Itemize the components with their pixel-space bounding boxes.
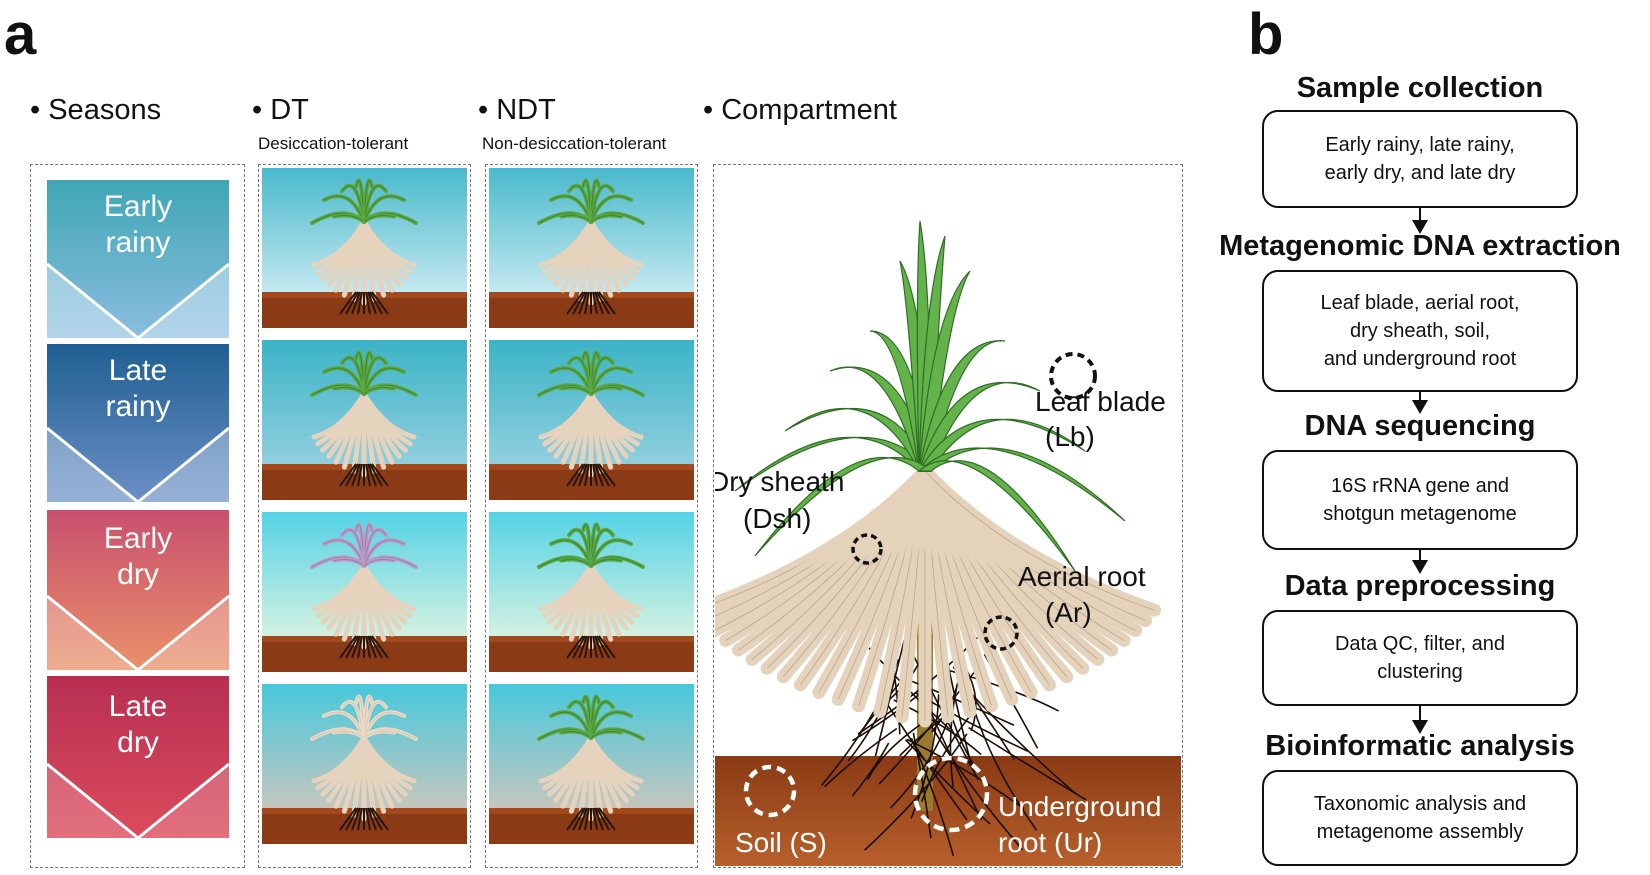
step-1-text-line: Leaf blade, aerial root, [1320,289,1519,317]
season-3-line1: Late [109,690,167,723]
plant-tile [262,168,467,328]
plant-tile [489,512,694,672]
underground-root-label: Underground [998,791,1161,822]
dt-plant-tiles [262,168,467,864]
step-0-box: Early rainy, late rainy,early dry, and l… [1262,110,1578,208]
compartment-heading: • Compartment [703,94,897,127]
season-1-line1: Late [109,354,167,387]
step-1-text-line: and underground root [1320,345,1519,373]
dry-sheath-label: Dry sheath [715,466,844,497]
aerial-root-label: Aerial root [1018,561,1146,592]
season-early-rainy: Early rainy [47,180,229,338]
season-2-line2: dry [117,558,159,591]
plant-tile [489,168,694,328]
ndt-plant-tiles [489,168,694,864]
flow-arrow-line [1419,550,1421,560]
step-3-title: Data preprocessing [1170,570,1650,603]
panel-b-letter: b [1248,6,1283,64]
step-1-text: Leaf blade, aerial root,dry sheath, soil… [1320,289,1519,373]
season-1-line2: rainy [105,390,170,423]
step-1-box: Leaf blade, aerial root,dry sheath, soil… [1262,270,1578,392]
seasons-chevrons: Early rainy Late rainy Early dry Late dr… [35,168,240,864]
compartment-illustration: Leaf blade (Lb) Dry sheath (Dsh) Aerial … [715,166,1181,866]
season-late-dry: Late dry [47,676,229,838]
step-4-text: Taxonomic analysis andmetagenome assembl… [1314,790,1526,846]
season-0-line1: Early [104,190,172,223]
step-0-text-line: early dry, and late dry [1325,159,1516,187]
season-early-dry: Early dry [47,510,229,670]
step-1-title: Metagenomic DNA extraction [1170,230,1650,263]
step-3-text-line: clustering [1335,658,1505,686]
season-3-line2: dry [117,726,159,759]
dt-subtitle: Desiccation-tolerant [258,134,408,154]
panel-a-letter: a [4,6,36,64]
step-4-text-line: metagenome assembly [1314,818,1526,846]
season-late-rainy: Late rainy [47,344,229,502]
leaf-blade-abbr: (Lb) [1045,421,1095,452]
step-3-box: Data QC, filter, andclustering [1262,610,1578,706]
soil-label: Soil (S) [735,827,827,858]
step-0-text: Early rainy, late rainy,early dry, and l… [1325,131,1516,187]
step-2-text: 16S rRNA gene andshotgun metagenome [1323,472,1516,528]
plant-tile [489,340,694,500]
step-2-box: 16S rRNA gene andshotgun metagenome [1262,450,1578,550]
step-1-text-line: dry sheath, soil, [1320,317,1519,345]
step-4-title: Bioinformatic analysis [1170,730,1650,763]
ndt-subtitle: Non-desiccation-tolerant [482,134,666,154]
seasons-heading: • Seasons [30,94,161,127]
flow-arrow-line [1419,208,1421,220]
step-3-text-line: Data QC, filter, and [1335,630,1505,658]
plant-tile [262,340,467,500]
plant-tile [489,684,694,844]
step-2-text-line: shotgun metagenome [1323,500,1516,528]
flow-arrow-line [1419,392,1421,400]
leaf-blade-label: Leaf blade [1035,386,1166,417]
aerial-root-abbr: (Ar) [1045,597,1092,628]
step-4-box: Taxonomic analysis andmetagenome assembl… [1262,770,1578,866]
underground-root-abbr: root (Ur) [998,827,1102,858]
step-2-title: DNA sequencing [1170,410,1650,443]
step-4-text-line: Taxonomic analysis and [1314,790,1526,818]
plant-tile [262,684,467,844]
step-0-text-line: Early rainy, late rainy, [1325,131,1516,159]
dt-title: DT [270,94,309,126]
step-0-title: Sample collection [1170,72,1650,105]
plant-tile [262,512,467,672]
season-0-line2: rainy [105,226,170,259]
step-2-text-line: 16S rRNA gene and [1323,472,1516,500]
compartment-title: Compartment [721,94,897,126]
ndt-title: NDT [496,94,556,126]
step-3-text: Data QC, filter, andclustering [1335,630,1505,686]
seasons-title: Seasons [48,94,161,126]
dt-heading: • DT [252,94,309,127]
dry-sheath-abbr: (Dsh) [743,503,811,534]
ndt-heading: • NDT [478,94,556,127]
season-2-line1: Early [104,522,172,555]
flow-arrow-line [1419,706,1421,720]
